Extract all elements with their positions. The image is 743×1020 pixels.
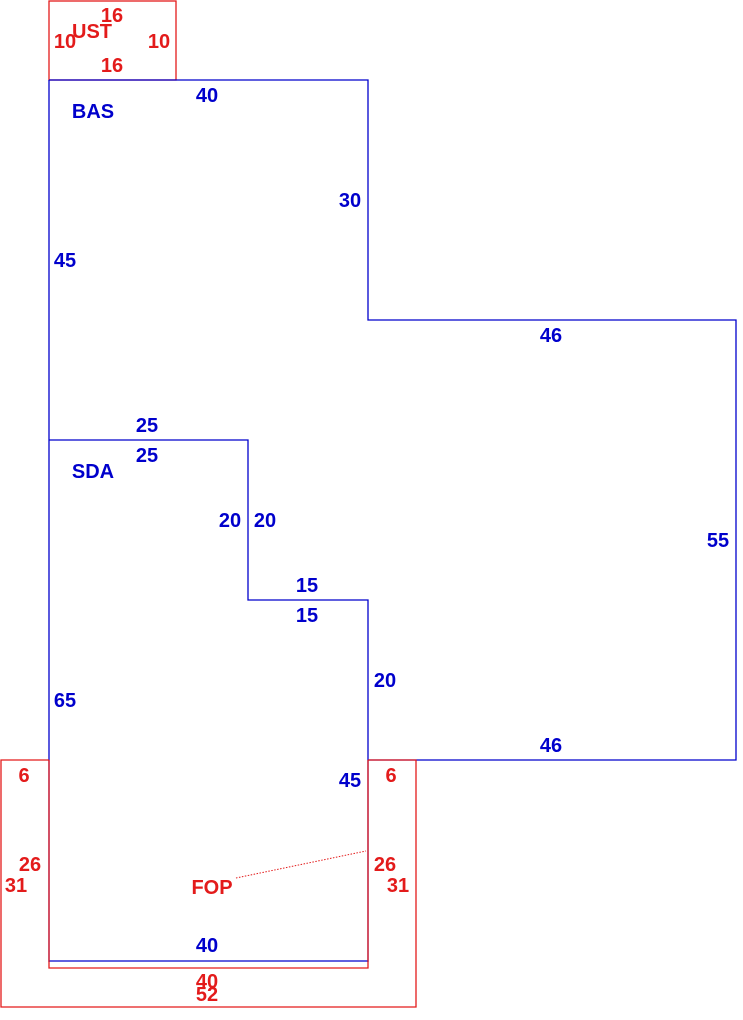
sda-right-upper-dimension: 20 [374, 670, 396, 692]
ust-bottom-dimension: 16 [101, 55, 123, 77]
sda-ledge-inner-dimension: 15 [296, 605, 318, 627]
bas-step-top-dimension: 46 [540, 325, 562, 347]
sda-left-dimension: 65 [54, 690, 76, 712]
sda-right-lower-dimension: 45 [339, 770, 361, 792]
fop-leader-line [235, 850, 367, 879]
sda-ledge-outer-dimension: 15 [296, 575, 318, 597]
fop-bottom-inner-dimension: 40 [196, 971, 218, 993]
fop-left-inner-dimension: 26 [19, 854, 41, 876]
sda-bottom-dimension: 40 [196, 935, 218, 957]
sda-step-right-dimension: 20 [254, 510, 276, 532]
fop-left-top-dimension: 6 [18, 765, 29, 787]
fop-right-inner-dimension: 26 [374, 854, 396, 876]
sda-divider [49, 439, 369, 962]
fop-right-outer-dimension: 31 [387, 875, 409, 897]
bas-outline [49, 79, 737, 761]
fop-label: FOP [191, 877, 232, 899]
bas-left-dimension: 45 [54, 250, 76, 272]
bas-far-right-dimension: 55 [707, 530, 729, 552]
ust-label: UST [72, 21, 112, 43]
fop-left-outer-dimension: 31 [5, 875, 27, 897]
sda-top-inner-dimension: 25 [136, 445, 158, 467]
sda-label: SDA [72, 461, 114, 483]
bas-upper-right-dimension: 30 [339, 190, 361, 212]
fop-outline [0, 759, 417, 1008]
ust-right-dimension: 10 [148, 31, 170, 53]
fop-bottom-outer-dimension: 52 [196, 984, 218, 1006]
bas-step-bottom-dimension: 46 [540, 735, 562, 757]
bas-label: BAS [72, 101, 114, 123]
sda-step-left-dimension: 20 [219, 510, 241, 532]
ust-left-dimension: 10 [54, 31, 76, 53]
fop-right-top-dimension: 6 [385, 765, 396, 787]
ust-top-dimension: 16 [101, 5, 123, 27]
sda-top-outer-dimension: 25 [136, 415, 158, 437]
fop-inner-outline [48, 760, 369, 969]
bas-top-dimension: 40 [196, 85, 218, 107]
